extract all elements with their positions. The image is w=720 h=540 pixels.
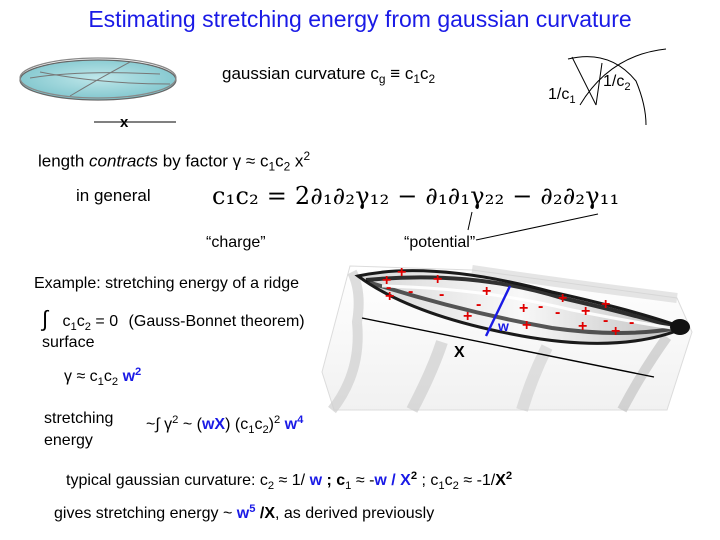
- minus-charge: -: [386, 279, 392, 296]
- minus-charge: -: [476, 296, 482, 313]
- plus-charge: +: [463, 308, 473, 325]
- plus-charge: +: [482, 283, 492, 300]
- plus-charge: +: [382, 272, 392, 289]
- potential-label: “potential”: [404, 234, 476, 251]
- plus-charge: +: [611, 323, 621, 340]
- gives-stretching-energy-line: gives stretching energy ~ w5 /X, as deri…: [54, 503, 435, 523]
- ridge-width-w-label: w: [498, 318, 509, 334]
- charge-label: “charge”: [206, 234, 266, 251]
- general-formula: c₁c₂ = 2∂₁∂₂γ₁₂ − ∂₁∂₁γ₂₂ − ∂₂∂₂γ₁₁: [212, 182, 620, 210]
- energy-relation: ~∫ γ2 ~ (wX) (c1c2)2 w4: [146, 414, 304, 437]
- surface-label: surface: [42, 334, 95, 351]
- energy-label: energy: [44, 432, 93, 449]
- gauss-bonnet-line: ∫ c1c2 = 0 (Gauss-Bonnet theorem): [42, 306, 305, 333]
- minus-charge: -: [629, 314, 635, 331]
- length-contracts-line: length contracts by factor γ ≈ c1c2 x2: [38, 149, 311, 174]
- plus-charge: +: [601, 296, 611, 313]
- example-heading: Example: stretching energy of a ridge: [34, 275, 300, 292]
- minus-charge: -: [538, 298, 544, 315]
- stretching-label: stretching: [44, 410, 114, 427]
- radius-label-2: 1/c2: [603, 73, 631, 93]
- plus-charge: +: [578, 318, 588, 335]
- annotation-pointers: [467, 211, 599, 241]
- page-title: Estimating stretching energy from gaussi…: [88, 6, 632, 32]
- plus-charge: +: [433, 271, 443, 288]
- radius-label-1: 1/c1: [548, 86, 576, 106]
- principal-radii-sketch: [567, 48, 667, 126]
- typical-curvature-line: typical gaussian curvature: c2 ≈ 1/ w ; …: [66, 470, 513, 493]
- curved-disk-illustration: [19, 57, 177, 123]
- disk-x-label: x: [120, 114, 129, 131]
- plus-charge: +: [519, 300, 529, 317]
- minus-charge: -: [555, 304, 561, 321]
- ridge-length-X-label: X: [454, 344, 465, 361]
- plus-charge: +: [397, 264, 407, 281]
- minus-charge: -: [408, 283, 414, 300]
- gaussian-curvature-definition: gaussian curvature cg ≡ c1c2: [222, 64, 436, 87]
- gamma-relation: γ ≈ c1c2 w2: [64, 366, 142, 389]
- ridge-image: [321, 265, 693, 414]
- plus-charge: +: [522, 317, 532, 334]
- plus-charge: +: [558, 290, 568, 307]
- minus-charge: -: [603, 312, 609, 329]
- in-general-label: in general: [76, 186, 151, 205]
- plus-charge: +: [581, 303, 591, 320]
- minus-charge: -: [439, 286, 445, 303]
- plus-charge: +: [385, 288, 395, 305]
